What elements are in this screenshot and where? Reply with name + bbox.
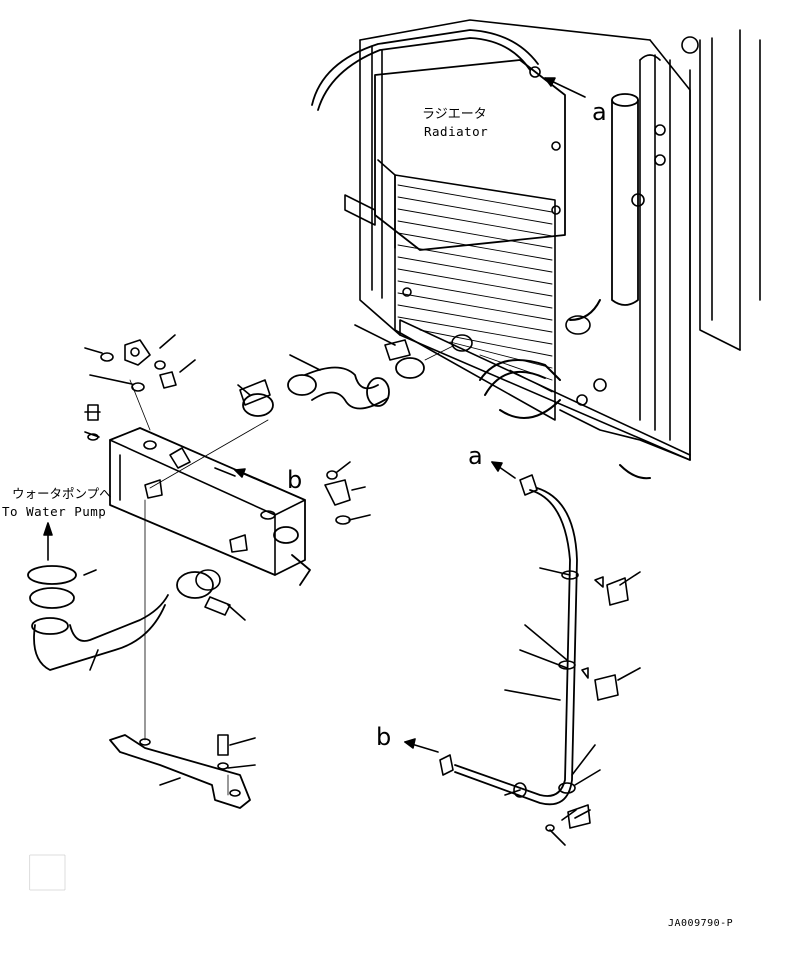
drawing-code: JA009790-P — [668, 918, 734, 929]
oil-cooler — [109, 427, 311, 586]
cooler-radiator-hose — [149, 324, 456, 489]
reference-b-pipe: b — [376, 723, 392, 751]
reference-b-cooler: b — [287, 466, 303, 494]
reference-a-pipe: a — [468, 442, 483, 470]
corner-marks — [29, 854, 66, 891]
water-pump-label-jp: ウォータポンプへ — [12, 486, 112, 501]
breather-pipe — [404, 461, 641, 846]
radiator-assembly — [311, 19, 761, 480]
water-pump-label-en: To Water Pump — [2, 504, 107, 519]
side-fitting — [324, 461, 371, 525]
water-pump-hose — [27, 522, 246, 671]
mounting-bracket — [109, 499, 256, 809]
radiator-label-en: Radiator — [424, 124, 489, 139]
elbow-fitting — [84, 334, 196, 441]
radiator-label-jp: ラジエータ — [422, 107, 487, 122]
reference-a-top: a — [592, 98, 607, 126]
